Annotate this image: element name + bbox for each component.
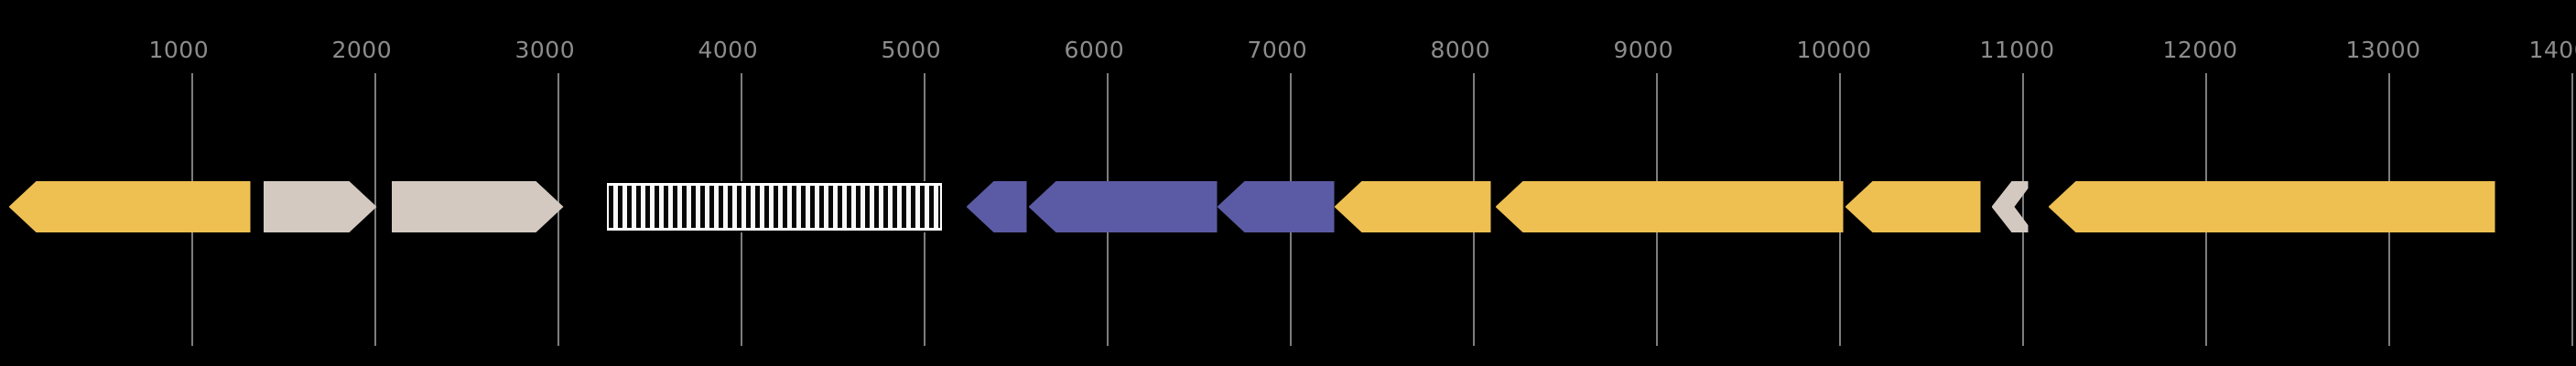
gene-feature-12-arrow xyxy=(2048,181,2495,232)
gene-feature-2-arrow xyxy=(263,181,377,232)
gene-feature-9-arrow xyxy=(1495,181,1844,232)
gene-feature-8-arrow xyxy=(1334,181,1491,232)
axis-tick-label: 5000 xyxy=(881,37,942,63)
gene-feature-6-arrow xyxy=(1028,181,1218,232)
axis-tick-label: 3000 xyxy=(514,37,576,63)
axis-tick-label: 13000 xyxy=(2345,37,2421,63)
gene-feature-4-hatched-box xyxy=(604,181,944,232)
axis-tick-label: 10000 xyxy=(1796,37,1872,63)
axis-tick-label: 1000 xyxy=(148,37,210,63)
gene-feature-10-arrow xyxy=(1845,181,1981,232)
axis-tick-label: 4000 xyxy=(698,37,759,63)
hatch-pattern xyxy=(608,186,940,228)
gene-feature-3-arrow xyxy=(391,181,564,232)
axis-tick-label: 12000 xyxy=(2162,37,2238,63)
gene-feature-1-arrow xyxy=(8,181,251,232)
axis-tick-label: 11000 xyxy=(1979,37,2055,63)
axis-tick-label: 14000 xyxy=(2528,37,2576,63)
axis-tick-label: 7000 xyxy=(1247,37,1308,63)
axis-tick-label: 9000 xyxy=(1613,37,1674,63)
axis-gridline xyxy=(373,73,376,346)
gene-feature-7-arrow xyxy=(1217,181,1335,232)
axis-tick-label: 2000 xyxy=(331,37,393,63)
axis-tick-label: 6000 xyxy=(1064,37,1125,63)
axis-gridline xyxy=(2021,73,2024,346)
gene-feature-5-arrow xyxy=(966,181,1027,232)
axis-gridline xyxy=(2571,73,2573,346)
axis-tick-label: 8000 xyxy=(1430,37,1491,63)
